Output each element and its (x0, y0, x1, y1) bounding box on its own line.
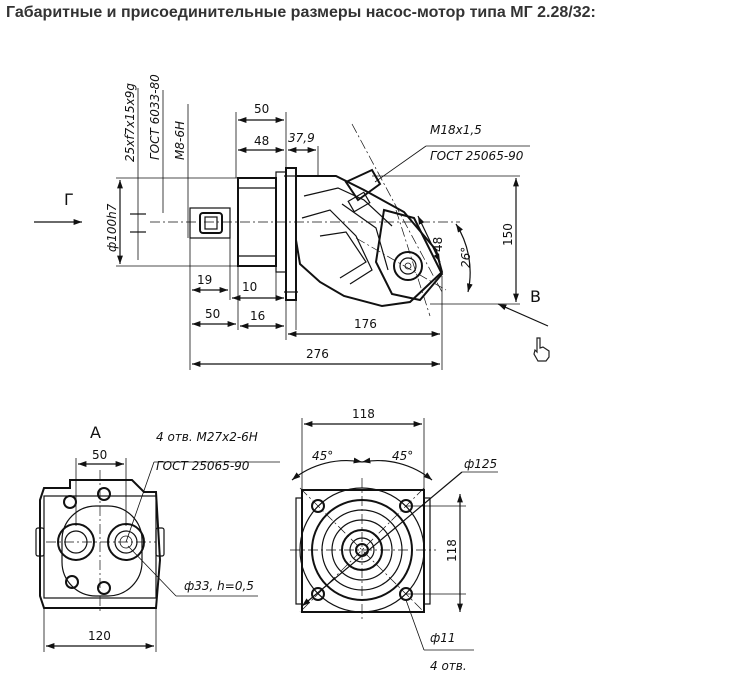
bolt-hole-4 (97, 581, 111, 595)
mount-hole-1 (311, 499, 325, 513)
side-view: Г B (34, 74, 550, 370)
port-block-top (344, 168, 382, 202)
cover-plate (374, 208, 444, 302)
shaft-thread-label: M8-6H (173, 121, 187, 160)
view-label-g: Г (64, 190, 74, 209)
dim-50-top: 50 (254, 102, 269, 116)
view-a-outline (39, 479, 162, 609)
shaft-key (199, 212, 223, 234)
bolt-hole-2 (97, 487, 111, 501)
dim-16: 16 (250, 309, 265, 323)
front-holes-count: 4 отв. (430, 659, 467, 673)
shaft-keyway (204, 216, 218, 230)
dim-276: 276 (306, 347, 329, 361)
page-title: Габаритные и присоединительные размеры н… (6, 4, 596, 21)
front-angle-45-left: 45° (312, 449, 333, 463)
front-dim-phi11: ф11 (430, 631, 456, 645)
front-view: 118 45° 45° ф125 118 ф11 4 отв. (290, 407, 498, 673)
mount-hole-3 (311, 587, 325, 601)
bolt-hole-3 (65, 575, 79, 589)
front-angle-45-right: 45° (392, 449, 413, 463)
dim-50-bottom: 50 (205, 307, 220, 321)
view-arrow-b (497, 303, 549, 327)
dim-48-top: 48 (254, 134, 269, 148)
view-a-holes-standard: ГОСТ 25065-90 (156, 459, 250, 473)
port-hole (393, 251, 423, 281)
dim-19: 19 (197, 273, 212, 287)
front-dim-phi125: ф125 (464, 457, 497, 471)
port-thread-label: M18х1,5 (430, 123, 482, 137)
inclined-housing (295, 175, 444, 308)
front-dim-118-side: 118 (445, 539, 459, 562)
view-a-dim-50: 50 (92, 448, 107, 462)
bolt-hole-1 (63, 495, 77, 509)
view-label-b: B (530, 287, 541, 306)
dim-48-port: 48 (431, 237, 445, 252)
angle-26: 26° (459, 247, 473, 268)
view-a: A 50 4 отв. M27х2-6H ГОСТ 25065-90 ф33, … (35, 423, 280, 652)
view-a-holes-note: 4 отв. M27х2-6H (156, 430, 258, 444)
dim-37-9: 37,9 (288, 131, 315, 145)
shaft-spline-label: 25хf7х15х9g (123, 83, 137, 162)
shaft (189, 207, 231, 239)
dim-176: 176 (354, 317, 377, 331)
hand-cursor-icon (533, 337, 550, 362)
view-a-dim-phi33: ф33, h=0,5 (184, 579, 254, 593)
shaft-standard-label: ГОСТ 6033-80 (148, 74, 162, 160)
view-a-dim-120: 120 (88, 629, 111, 643)
dim-150: 150 (501, 223, 515, 246)
dim-10: 10 (242, 280, 257, 294)
view-a-label: A (90, 423, 101, 442)
dim-shaft-dia: ф100h7 (105, 203, 119, 252)
mounting-flange (285, 167, 297, 301)
front-dim-118-top: 118 (352, 407, 375, 421)
port-standard-label: ГОСТ 25065-90 (430, 149, 524, 163)
